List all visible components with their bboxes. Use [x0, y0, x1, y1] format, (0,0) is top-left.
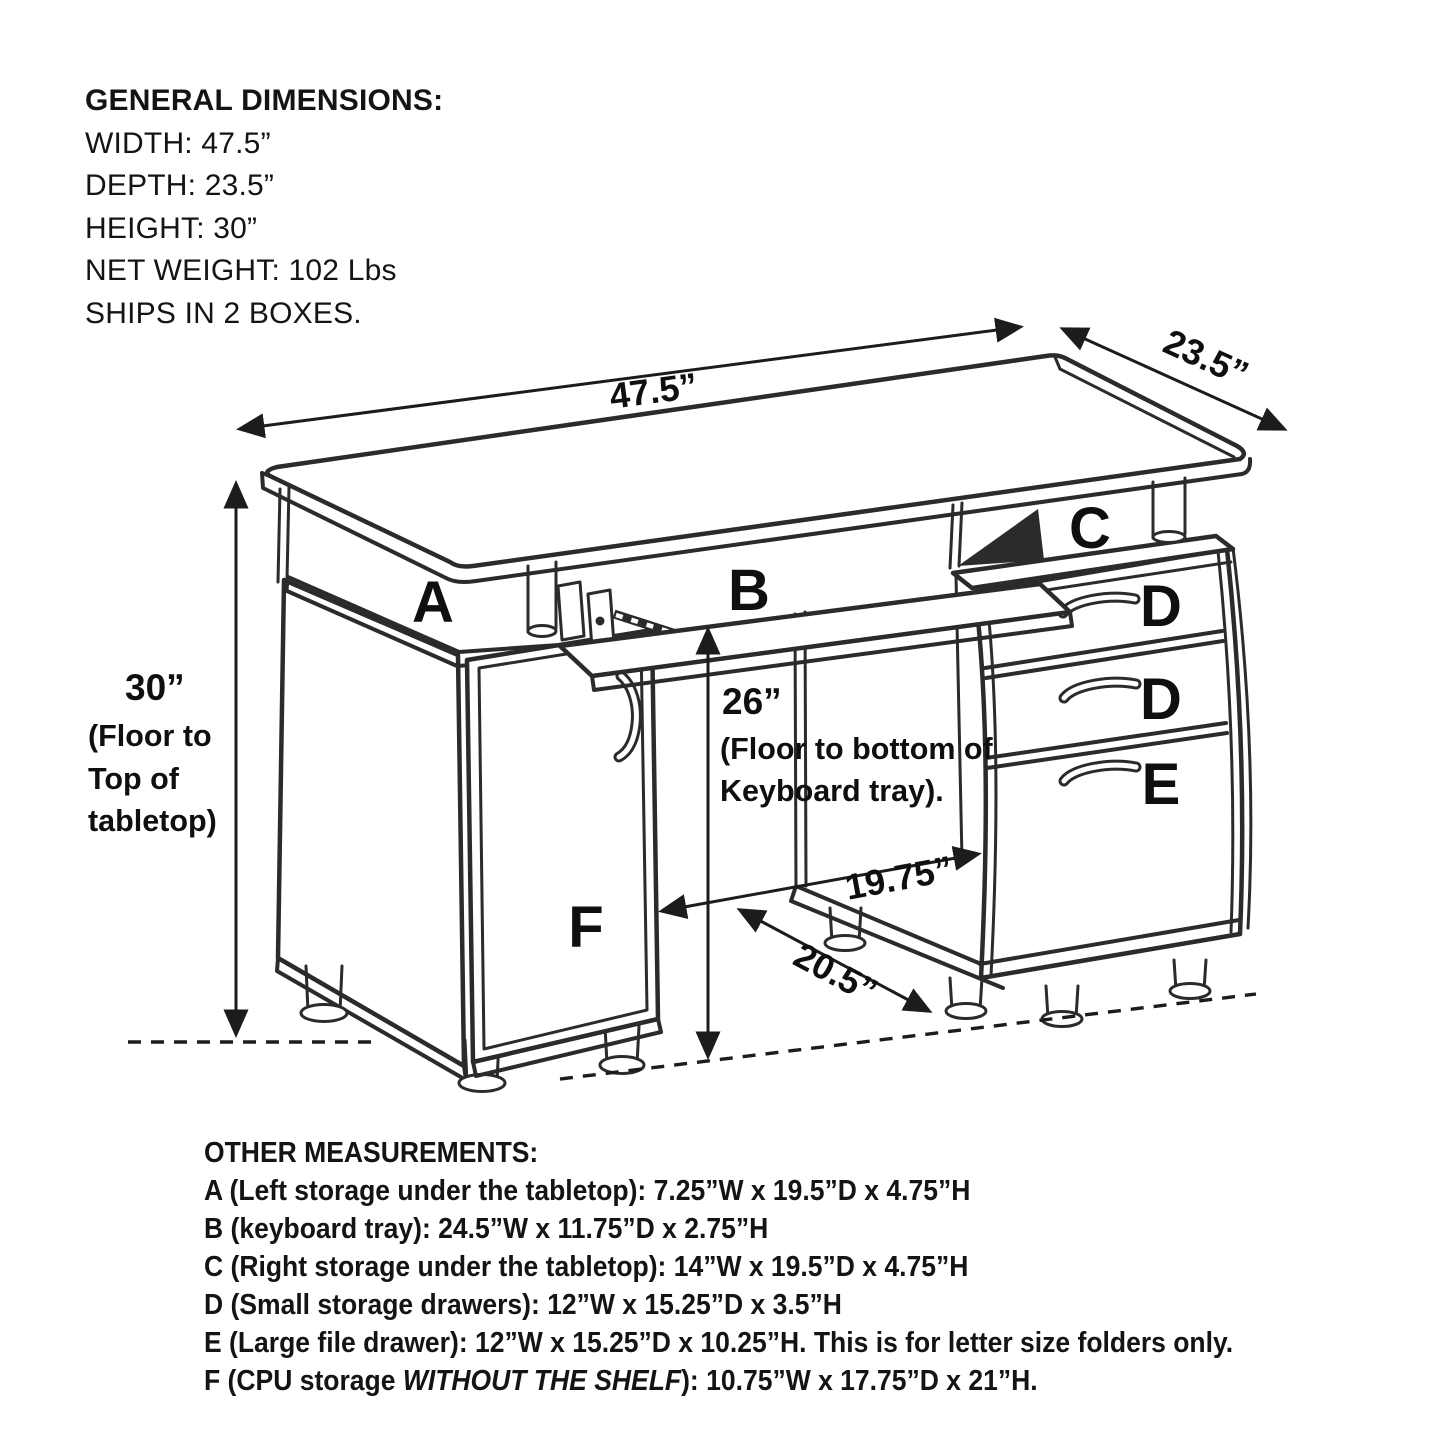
drawer-divider-1 — [983, 629, 1225, 680]
part-label-f: F — [568, 895, 603, 960]
measurement-line-e: E (Large file drawer): 12”W x 15.25”D x … — [204, 1327, 1234, 1359]
right-pedestal-inner-edges — [984, 549, 1235, 978]
label-inner-width-19-75: 19.75” — [842, 848, 956, 908]
part-label-e: E — [1142, 752, 1181, 817]
right-pedestal-outer-edge — [1231, 546, 1253, 930]
measurement-line-d: D (Small storage drawers): 12”W x 15.25”… — [204, 1289, 842, 1321]
dimension-arrows — [128, 317, 1288, 1081]
other-measurements-block: OTHER MEASUREMENTS: A (Left storage unde… — [204, 1134, 1413, 1400]
arrow-width-47-5 — [236, 317, 1024, 439]
right-pedestal-top — [950, 533, 1236, 591]
part-labels: A B C D D E F — [412, 496, 1182, 960]
label-height-note-3: tabletop) — [88, 804, 217, 838]
floor-line-right — [559, 992, 1257, 1081]
measurement-line-c: C (Right storage under the tabletop): 14… — [204, 1251, 969, 1283]
tabletop-edge-band — [260, 457, 1253, 584]
left-pedestal — [275, 485, 677, 1093]
label-tray-note-2: Keyboard tray). — [720, 774, 944, 808]
part-label-b: B — [728, 558, 770, 623]
right-pedestal-bottom-rail — [978, 918, 1242, 980]
arrow-depth-23-5 — [1059, 327, 1288, 431]
dimension-weight: NET WEIGHT: 102 Lbs — [85, 254, 397, 287]
dimension-height: HEIGHT: 30” — [85, 211, 258, 245]
cabinet-door — [464, 627, 663, 1078]
arrow-inner-width-19-75 — [658, 846, 982, 919]
measurement-line-f: F (CPU storage WITHOUT THE SHELF): 10.75… — [204, 1362, 1413, 1400]
compartment-left-wall — [793, 610, 808, 890]
keyboard-tray-band — [590, 610, 1074, 692]
part-label-a: A — [412, 570, 454, 635]
desk-support-post-right — [1151, 476, 1187, 544]
general-dimensions-title: GENERAL DIMENSIONS: — [85, 84, 444, 117]
drawer-handle-e — [1058, 759, 1142, 787]
label-height-30: 30” — [125, 667, 185, 708]
label-height-note-1: (Floor to — [88, 719, 212, 753]
keyboard-tray-assembly — [526, 476, 1187, 692]
measurement-line-a: A (Left storage under the tabletop): 7.2… — [204, 1175, 971, 1207]
tray-support-post-left — [526, 560, 558, 638]
other-measurements-title: OTHER MEASUREMENTS: — [204, 1137, 539, 1169]
part-label-d2: D — [1140, 667, 1182, 732]
measurement-line-f-italic: WITHOUT THE SHELF — [402, 1365, 682, 1397]
drawer-divider-2 — [984, 721, 1229, 770]
part-label-c: C — [1069, 496, 1111, 561]
tray-bracket-right — [958, 509, 1044, 566]
label-depth-23-5: 23.5” — [1158, 321, 1255, 395]
dimension-depth: DEPTH: 23.5” — [85, 169, 275, 202]
measurement-line-b: B (keyboard tray): 24.5”W x 11.75”D x 2.… — [204, 1213, 769, 1245]
arrow-inner-depth-20-5 — [736, 908, 933, 1013]
label-tray-note-1: (Floor to bottom of — [720, 732, 994, 766]
label-height-note-2: Top of — [88, 762, 180, 796]
general-dimensions-block: GENERAL DIMENSIONS: WIDTH: 47.5” DEPTH: … — [85, 80, 443, 335]
measurement-line-f-prefix: F (CPU storage — [204, 1365, 403, 1397]
left-pedestal-feet — [299, 964, 646, 1093]
dimension-width: WIDTH: 47.5” — [85, 126, 271, 160]
drawer-handle-d2 — [1058, 676, 1142, 704]
label-tray-26: 26” — [722, 681, 782, 722]
part-label-d1: D — [1140, 574, 1182, 639]
right-pedestal — [950, 533, 1253, 1028]
measurement-line-f-suffix: ): 10.75”W x 17.75”D x 21”H. — [681, 1365, 1038, 1397]
